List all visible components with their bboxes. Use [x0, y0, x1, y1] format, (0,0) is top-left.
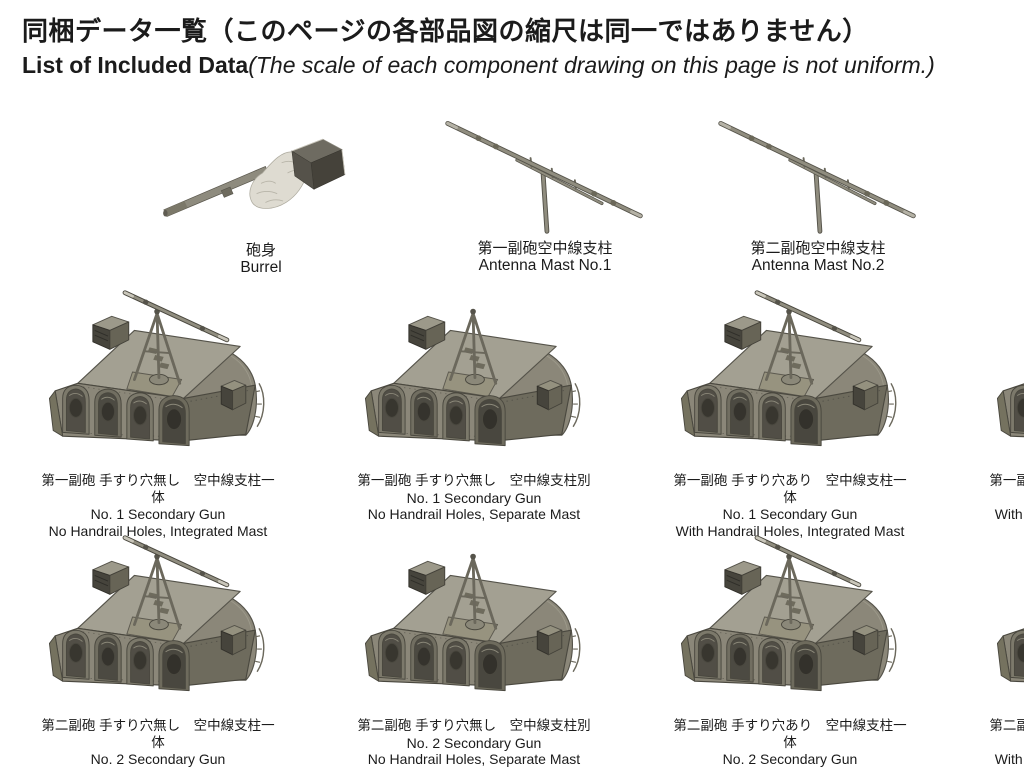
- turret-figure: 第二副砲 手すり穴あり 空中線支柱一体 No. 2 Secondary Gun …: [672, 533, 908, 768]
- secondary-gun-integrated-mast-illustration: [680, 533, 897, 692]
- caption-english-line2: With Handrail Holes, Separate Mast: [994, 751, 1024, 767]
- caption-english: Antenna Mast No.1: [478, 257, 612, 274]
- caption-english-line1: No. 1 Secondary Gun: [406, 489, 542, 506]
- caption-japanese: 第二副砲 手すり穴無し 空中線支柱一体: [41, 718, 275, 750]
- caption-japanese: 砲身: [245, 242, 276, 259]
- turret-caption: 第二副砲 手すり穴あり 空中線支柱別 No. 2 Secondary Gun W…: [989, 718, 1024, 768]
- page-title-english-note: (The scale of each component drawing on …: [248, 52, 935, 78]
- secondary-gun-separate-mast-illustration: [996, 560, 1024, 692]
- turret-caption: 第一副砲 手すり穴あり 空中線支柱別 No. 1 Secondary Gun W…: [989, 473, 1024, 523]
- turret-figure: 第一副砲 手すり穴無し 空中線支柱一体 No. 1 Secondary Gun …: [40, 288, 276, 539]
- caption-japanese: 第二副砲 手すり穴あり 空中線支柱一体: [673, 718, 907, 750]
- caption-japanese: 第二副砲 手すり穴あり 空中線支柱別: [989, 718, 1024, 733]
- caption-english-line1: No. 2 Secondary Gun: [989, 735, 1024, 752]
- caption-english-line2: With Handrail Holes, Integrated Mast: [675, 522, 905, 539]
- antenna-mast-1-caption: 第一副砲空中線支柱 Antenna Mast No.1: [477, 240, 612, 274]
- caption-japanese: 第一副砲 手すり穴無し 空中線支柱一体: [41, 473, 275, 505]
- turret-caption: 第二副砲 手すり穴あり 空中線支柱一体 No. 2 Secondary Gun …: [672, 718, 908, 768]
- caption-english-line1: No. 1 Secondary Gun: [989, 490, 1024, 507]
- turret-row-2: 第二副砲 手すり穴無し 空中線支柱一体 No. 2 Secondary Gun …: [0, 517, 1024, 768]
- turret-figure: 第二副砲 手すり穴あり 空中線支柱別 No. 2 Secondary Gun W…: [988, 533, 1024, 768]
- caption-japanese: 第一副砲 手すり穴あり 空中線支柱別: [989, 473, 1024, 488]
- secondary-gun-integrated-mast-illustration: [680, 288, 897, 447]
- secondary-gun-separate-mast-illustration: [364, 307, 581, 447]
- page-header: 同梱データ一覧（このページの各部品図の縮尺は同一ではありません） List of…: [22, 14, 1012, 80]
- turret-figure: 第一副砲 手すり穴あり 空中線支柱別 No. 1 Secondary Gun W…: [988, 288, 1024, 539]
- gun-barrel-illustration: [162, 138, 346, 217]
- caption-japanese: 第二副砲 手すり穴無し 空中線支柱別: [357, 718, 591, 733]
- turret-caption: 第一副砲 手すり穴無し 空中線支柱別 No. 1 Secondary Gun N…: [357, 473, 590, 523]
- caption-english-line1: No. 1 Secondary Gun: [90, 506, 226, 522]
- secondary-gun-integrated-mast-illustration: [48, 533, 265, 692]
- caption-japanese: 第一副砲 手すり穴あり 空中線支柱一体: [673, 473, 907, 505]
- caption-english-line1: No. 2 Secondary Gun: [406, 734, 542, 751]
- caption-english: Antenna Mast No.2: [751, 257, 885, 274]
- antenna-mast-1-figure: 第一副砲空中線支柱 Antenna Mast No.1: [421, 108, 669, 274]
- caption-english-line2: No Handrail Holes, Separate Mast: [367, 751, 581, 767]
- caption-english: Burrel: [240, 259, 282, 276]
- barrel-caption: 砲身 Burrel: [240, 242, 281, 276]
- caption-english-line2: No Handrail Holes, Integrated Mast: [48, 522, 268, 539]
- page-title-english-main: List of Included Data: [22, 52, 249, 78]
- turret-figure: 第二副砲 手すり穴無し 空中線支柱一体 No. 2 Secondary Gun …: [40, 533, 276, 768]
- antenna-mast-2-caption: 第二副砲空中線支柱 Antenna Mast No.2: [750, 240, 885, 274]
- caption-english-line1: No. 2 Secondary Gun: [722, 751, 858, 767]
- barrel-figure: 砲身 Burrel: [156, 112, 366, 276]
- caption-english-line2: No Handrail Holes, Separate Mast: [367, 506, 581, 522]
- caption-english-line2: With Handrail Holes, Separate Mast: [994, 506, 1024, 522]
- caption-english-line1: No. 1 Secondary Gun: [722, 506, 858, 522]
- turret-caption: 第二副砲 手すり穴無し 空中線支柱別 No. 2 Secondary Gun N…: [357, 718, 590, 768]
- caption-japanese: 第一副砲空中線支柱: [477, 240, 613, 257]
- secondary-gun-separate-mast-illustration: [996, 315, 1024, 447]
- caption-japanese: 第一副砲 手すり穴無し 空中線支柱別: [357, 473, 591, 488]
- turret-figure: 第一副砲 手すり穴あり 空中線支柱一体 No. 1 Secondary Gun …: [672, 288, 908, 539]
- antenna-mast-illustration: [423, 108, 667, 238]
- page-title-english: List of Included Data(The scale of each …: [22, 50, 1012, 80]
- turret-figure: 第二副砲 手すり穴無し 空中線支柱別 No. 2 Secondary Gun N…: [356, 533, 592, 768]
- antenna-mast-illustration: [696, 108, 940, 238]
- turret-caption: 第二副砲 手すり穴無し 空中線支柱一体 No. 2 Secondary Gun …: [40, 718, 276, 768]
- secondary-gun-integrated-mast-illustration: [48, 288, 265, 447]
- antenna-mast-2-figure: 第二副砲空中線支柱 Antenna Mast No.2: [694, 108, 942, 274]
- turret-caption: 第一副砲 手すり穴無し 空中線支柱一体 No. 1 Secondary Gun …: [40, 473, 276, 539]
- caption-japanese: 第二副砲空中線支柱: [750, 240, 886, 257]
- turret-caption: 第一副砲 手すり穴あり 空中線支柱一体 No. 1 Secondary Gun …: [672, 473, 908, 539]
- turret-row-1: 第一副砲 手すり穴無し 空中線支柱一体 No. 1 Secondary Gun …: [0, 272, 1024, 555]
- caption-english-line1: No. 2 Secondary Gun: [90, 751, 226, 767]
- turret-figure: 第一副砲 手すり穴無し 空中線支柱別 No. 1 Secondary Gun N…: [356, 288, 592, 539]
- page-title-japanese: 同梱データ一覧（このページの各部品図の縮尺は同一ではありません）: [22, 16, 869, 46]
- secondary-gun-separate-mast-illustration: [364, 552, 581, 692]
